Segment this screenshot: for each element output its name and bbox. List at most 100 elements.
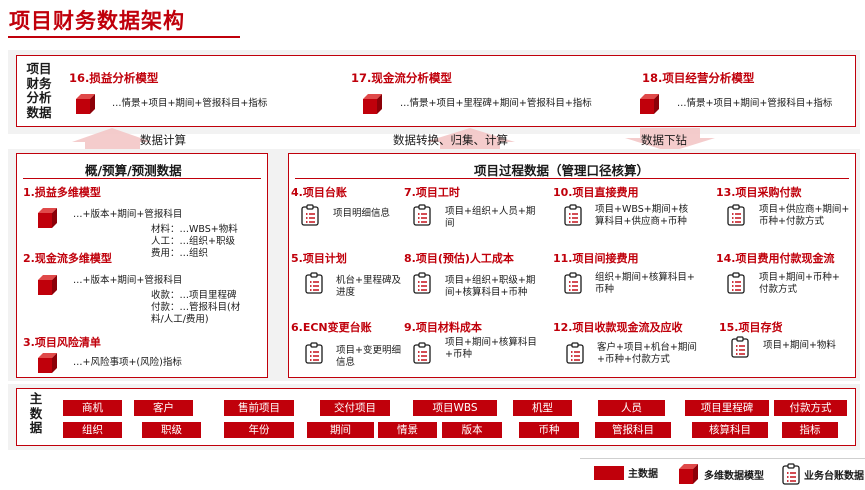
cube-icon (678, 463, 700, 485)
analysis-side-label: 项目 财务 分析 数据 (26, 61, 52, 120)
cube-icon (639, 93, 661, 115)
model-desc-cashflow: …情景+项目+里程碑+期间+管报科目+指标 (400, 98, 592, 109)
master-chip: 客户 (134, 400, 193, 416)
ledger-desc: 项目+组织+职级+期 (445, 275, 536, 286)
ledger-title: 11.项目间接费用 (553, 252, 639, 265)
risk-list-title: 3.项目风险清单 (23, 336, 101, 349)
model-desc-pnl: …情景+项目+期间+管报科目+指标 (112, 98, 268, 109)
divider (295, 178, 849, 179)
cashflow-pay: 付款：…管报科目(材 (151, 302, 241, 313)
master-chip: 币种 (519, 422, 579, 438)
cashflow-pay-detail: 料/人工/费用) (151, 314, 209, 325)
cashflow-model-title: 2.现金流多维模型 (23, 252, 112, 265)
arrow-label-transform: 数据转换、归集、计算 (393, 133, 508, 147)
ledger-desc: 项目+供应商+期间+ (759, 204, 850, 215)
ledger-title: 15.项目存货 (719, 321, 783, 334)
ledger-icon (725, 204, 747, 226)
master-chip: 指标 (782, 422, 838, 438)
ledger-desc: 项目明细信息 (333, 208, 391, 219)
ledger-title: 14.项目费用付款现金流 (716, 252, 835, 265)
master-chip: 管报科目 (595, 422, 671, 438)
ledger-title: 6.ECN变更台账 (291, 321, 372, 334)
model-title-pnl: 16.损益分析模型 (69, 71, 159, 85)
risk-list-desc: …+风险事项+(风险)指标 (73, 357, 182, 368)
cube-icon (75, 93, 97, 115)
ledger-desc: +币种+付款方式 (597, 354, 670, 365)
legend-model: 多维数据模型 (678, 463, 764, 485)
cube-icon (37, 352, 59, 374)
master-chip: 版本 (442, 422, 502, 438)
ledger-icon (780, 463, 802, 485)
model-title-operation: 18.项目经营分析模型 (642, 71, 755, 85)
master-chip: 项目WBS (413, 400, 497, 416)
master-chip: 核算科目 (692, 422, 768, 438)
ledger-icon (562, 272, 584, 294)
ledger-desc: 项目+期间+核算科目 (445, 337, 537, 348)
ledger-title: 7.项目工时 (404, 186, 460, 199)
pnl-model-desc: …+版本+期间+管报科目 (73, 209, 183, 220)
ledger-icon (303, 342, 325, 364)
master-chip: 项目里程碑 (685, 400, 769, 416)
ledger-desc: 付款方式 (759, 284, 798, 295)
ledger-desc: 币种+付款方式 (759, 216, 824, 227)
ledger-icon (303, 272, 325, 294)
legend-divider (580, 458, 865, 459)
cashflow-model-desc: …+版本+期间+管报科目 (73, 275, 183, 286)
ledger-desc: 项目+WBS+期间+核 (595, 204, 689, 215)
divider (23, 178, 261, 179)
master-chip: 情景 (378, 422, 437, 438)
cube-icon (37, 207, 59, 229)
master-chip: 售前项目 (224, 400, 294, 416)
pnl-model-title: 1.损益多维模型 (23, 186, 101, 199)
master-chip: 机型 (513, 400, 572, 416)
legend-ledger: 业务台账数据 (780, 463, 864, 485)
ledger-title: 4.项目台账 (291, 186, 347, 199)
pnl-labor: 人工：…组织+职级 (151, 236, 235, 247)
ledger-desc: 间 (445, 218, 455, 229)
arrow-label-drill: 数据下钻 (641, 133, 687, 147)
legend-master: 主数据 (594, 465, 658, 480)
ledger-icon (725, 272, 747, 294)
master-chip: 付款方式 (774, 400, 847, 416)
arrow-label-calc: 数据计算 (140, 133, 186, 147)
ledger-desc: 项目+期间+币种+ (759, 272, 840, 283)
master-chip: 职级 (142, 422, 201, 438)
ledger-desc: 间+核算科目+币种 (445, 287, 528, 298)
ledger-desc: 项目+组织+人员+期 (445, 206, 536, 217)
pnl-expense: 费用：…组织 (151, 248, 209, 259)
master-side-label: 主 数 据 (29, 391, 43, 435)
analysis-panel: 项目 财务 分析 数据 16.损益分析模型 …情景+项目+期间+管报科目+指标 … (16, 55, 856, 127)
ledger-desc: +币种 (445, 349, 472, 360)
cube-icon (362, 93, 384, 115)
master-chip: 交付项目 (320, 400, 390, 416)
ledger-desc: 组织+期间+核算科目+ (595, 272, 695, 283)
cashflow-income: 收款：…项目里程碑 (151, 290, 237, 301)
ledger-title: 13.项目采购付款 (716, 186, 802, 199)
model-desc-operation: …情景+项目+期间+管报科目+指标 (677, 98, 833, 109)
ledger-title: 10.项目直接费用 (553, 186, 639, 199)
pnl-material: 材料：…WBS+物料 (151, 224, 238, 235)
ledger-title: 12.项目收款现金流及应收 (553, 321, 683, 334)
master-chip: 年份 (224, 422, 294, 438)
ledger-desc: 信息 (336, 357, 356, 368)
ledger-icon (411, 272, 433, 294)
ledger-icon (729, 336, 751, 358)
ledger-icon (411, 204, 433, 226)
master-data-panel: 主 数 据 商机 客户 售前项目 交付项目 项目WBS 机型 人员 项目里程碑 … (16, 388, 856, 446)
ledger-desc: 币种 (595, 284, 615, 295)
master-chip: 商机 (63, 400, 122, 416)
budget-panel-title: 概/预算/预测数据 (85, 163, 182, 178)
process-panel: 项目过程数据（管理口径核算） 4.项目台账 项目明细信息 7.项目工时 项目+组… (288, 153, 856, 378)
ledger-desc: 机台+里程碑及 (336, 275, 401, 286)
ledger-icon (564, 342, 586, 364)
ledger-icon (411, 342, 433, 364)
master-chip: 组织 (63, 422, 122, 438)
page-title: 项目财务数据架构 (9, 9, 185, 33)
ledger-desc: 项目+变更明细 (336, 345, 401, 356)
ledger-icon (562, 204, 584, 226)
process-panel-title: 项目过程数据（管理口径核算） (474, 163, 650, 178)
ledger-desc: 客户+项目+机台+期间 (597, 342, 697, 353)
ledger-title: 5.项目计划 (291, 252, 347, 265)
legend-swatch (594, 465, 624, 480)
ledger-title: 9.项目材料成本 (404, 321, 482, 334)
